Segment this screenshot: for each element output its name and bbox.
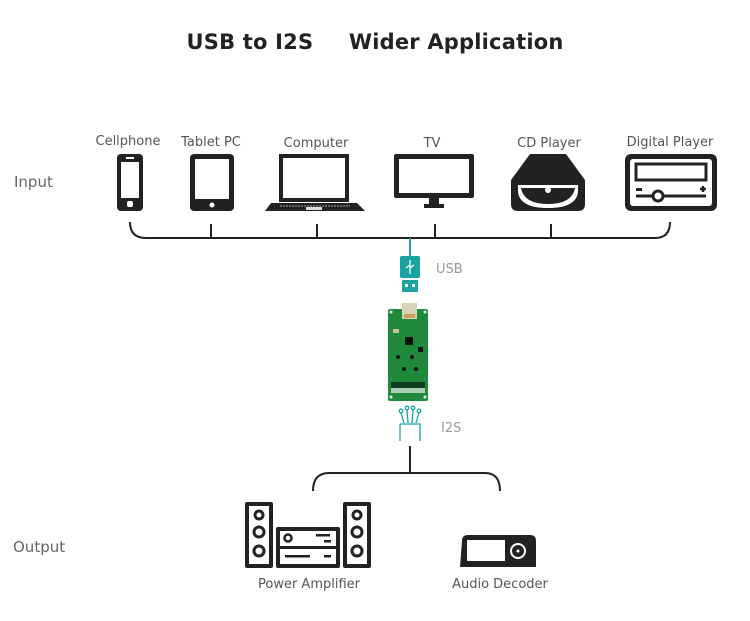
output-label-amplifier: Power Amplifier [257,577,360,592]
output-bracket [312,446,501,492]
usb-label: USB [436,262,463,277]
input-section-label: Input [14,173,53,191]
title-part-1: USB to I2S [186,30,314,54]
output-label-decoder: Audio Decoder [452,577,548,592]
i2s-cable-icon [398,405,422,441]
input-label-computer: Computer [283,136,349,151]
tablet-icon [190,154,234,211]
tv-icon [394,154,474,208]
input-label-tablet: Tablet PC [181,135,241,150]
output-section-label: Output [13,538,66,556]
input-label-digital-player: Digital Player [626,135,714,150]
input-label-cd-player: CD Player [517,136,581,151]
cellphone-icon [117,154,143,211]
stereo-system-icon [245,502,371,568]
usb-i2s-board-icon [388,303,428,401]
input-label-cellphone: Cellphone [95,134,161,149]
page-title: USB to I2S Wider Application [0,30,750,54]
input-label-tv: TV [423,136,441,151]
cd-player-icon [511,154,585,211]
title-part-2: Wider Application [348,30,564,54]
laptop-icon [265,154,365,211]
audio-decoder-icon [460,535,536,567]
i2s-label: I2S [441,421,462,436]
digital-player-icon [625,154,717,211]
input-bracket [129,221,671,239]
usb-connector-icon [400,238,420,292]
